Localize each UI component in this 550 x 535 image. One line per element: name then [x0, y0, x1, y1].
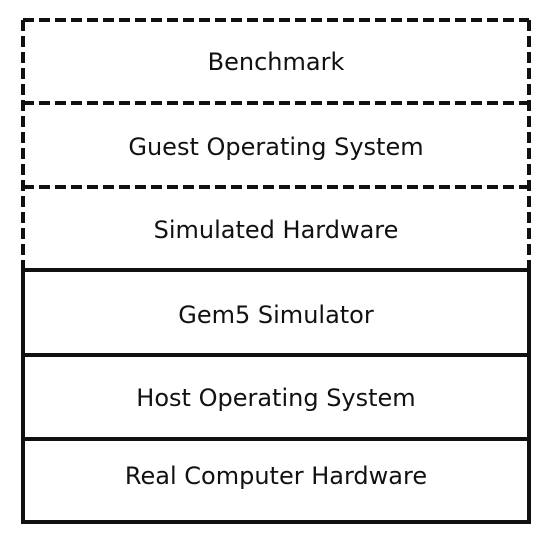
solid-layers-box [21, 268, 531, 524]
virtual-layers-outline [21, 18, 531, 270]
physical-layers-outline [21, 268, 531, 524]
layer-label-host-os: Host Operating System [136, 384, 415, 412]
layer-label-simulated-hardware: Simulated Hardware [154, 216, 399, 244]
layer-labels: Benchmark Guest Operating System Simulat… [125, 48, 427, 490]
layer-label-real-hardware: Real Computer Hardware [125, 462, 427, 490]
layer-label-benchmark: Benchmark [208, 48, 345, 76]
layer-label-guest-os: Guest Operating System [128, 133, 423, 161]
layer-label-gem5-simulator: Gem5 Simulator [178, 301, 374, 329]
